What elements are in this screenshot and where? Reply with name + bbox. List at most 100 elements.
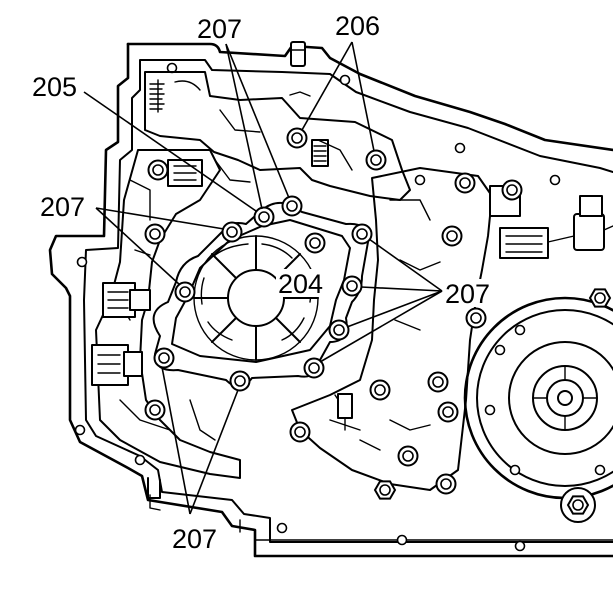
channel-plate-outline xyxy=(144,71,411,201)
drive-ring-hole xyxy=(509,464,521,476)
callout-207-right-backdrop xyxy=(443,279,493,307)
bolt-207-bottom-a xyxy=(153,347,175,369)
callout-207-bottom: 207 xyxy=(172,524,217,554)
connector-right xyxy=(573,213,605,251)
case-flange-edge xyxy=(149,494,613,541)
right-valve-body xyxy=(291,167,613,491)
bolt-207-left-a xyxy=(221,221,243,243)
left-valve-body-outline xyxy=(95,149,241,479)
callout-207-right: 207 xyxy=(445,279,490,309)
bolt-207-left-b xyxy=(174,281,196,303)
leader-206-a xyxy=(301,41,353,131)
case-outer-edge-top xyxy=(126,42,613,152)
drive-hub-ring xyxy=(508,341,613,455)
connector-right-plug xyxy=(579,195,603,217)
flange-hole xyxy=(276,522,288,534)
bolt-206-b xyxy=(365,149,387,171)
vent-tube xyxy=(290,41,306,67)
flange-hole xyxy=(74,424,86,436)
callout-labels: 207 206 205 207 204 207 207 xyxy=(32,11,493,554)
bolt xyxy=(441,225,463,247)
bolt-205 xyxy=(253,206,275,228)
bolt xyxy=(501,179,523,201)
leader-207-right-b xyxy=(360,286,443,292)
spring-coils xyxy=(313,145,327,162)
drive-ring-hole xyxy=(594,464,606,476)
bolt-206-a xyxy=(286,127,308,149)
leader-207-left-a xyxy=(95,207,225,230)
bolt xyxy=(144,223,166,245)
check-ball-pocket xyxy=(337,393,353,419)
callout-204-backdrop xyxy=(276,269,326,297)
valve-body-hole xyxy=(414,174,426,186)
case-lug xyxy=(147,477,161,499)
callout-leader-lines xyxy=(83,41,443,515)
flange-hole xyxy=(549,174,561,186)
left-valve-body xyxy=(91,149,241,479)
right-valve-passages xyxy=(329,199,441,451)
bolt-207-right-a xyxy=(351,223,373,245)
drive-gear-assembly xyxy=(463,288,613,523)
leader-207-right-d xyxy=(319,290,443,363)
solenoid-right-windings xyxy=(505,235,543,253)
bolt xyxy=(435,473,457,495)
leader-207-right-c xyxy=(346,290,443,328)
connector-right-wires xyxy=(547,225,613,243)
bolt xyxy=(289,421,311,443)
flange-hole xyxy=(454,142,466,154)
callout-207-top: 207 xyxy=(197,14,242,44)
case-bolt-right xyxy=(589,288,611,308)
drive-ring-hole xyxy=(494,344,506,356)
bolt-207-top xyxy=(281,195,303,217)
bolt xyxy=(454,172,476,194)
bolt xyxy=(397,445,419,467)
drive-hub-splines xyxy=(532,365,598,431)
leader-207-top-a xyxy=(225,43,263,210)
leader-205 xyxy=(83,91,257,212)
callout-206: 206 xyxy=(335,11,380,41)
bolt xyxy=(369,379,391,401)
bolt xyxy=(147,159,169,181)
bolt-207-right-b xyxy=(341,275,363,297)
leader-207-bottom-a xyxy=(161,366,191,515)
leader-207-left-b xyxy=(95,207,181,286)
case-housing-outline xyxy=(48,41,613,558)
drive-ring-hole xyxy=(484,404,496,416)
leader-207-top-b xyxy=(225,43,290,199)
solenoid-right-lower xyxy=(499,227,549,259)
solenoid-connector-upper xyxy=(129,289,151,311)
flange-hole xyxy=(134,454,146,466)
flange-hole xyxy=(76,256,88,268)
bolt xyxy=(144,399,166,421)
bolt xyxy=(465,307,487,329)
drive-shaft-center xyxy=(557,390,573,406)
drive-housing-inner xyxy=(476,309,613,487)
drive-plug-bolt-head xyxy=(567,495,589,515)
solenoid-windings-lower xyxy=(97,354,121,374)
spring-pocket xyxy=(311,139,329,167)
upper-channel-plate xyxy=(144,71,411,201)
channel-passages xyxy=(174,80,353,183)
bolt xyxy=(374,480,396,500)
channel-scale-marks xyxy=(149,79,165,113)
solenoid-windings-upper xyxy=(107,291,129,309)
pressure-control-solenoid-lower xyxy=(91,344,129,386)
leader-207-bottom-b xyxy=(189,389,239,515)
leader-207-right-a xyxy=(368,238,443,292)
flange-hole xyxy=(396,534,408,546)
solenoid-connector-lower xyxy=(123,351,143,377)
case-outer-edge-left-bottom xyxy=(48,42,613,558)
leader-206-b xyxy=(351,41,375,152)
callout-205: 205 xyxy=(32,72,77,102)
flange-hole xyxy=(339,74,351,86)
drive-ring-hole xyxy=(514,324,526,336)
case-gasket-edge xyxy=(83,59,613,543)
callout-207-left: 207 xyxy=(40,192,85,222)
bolt xyxy=(437,401,459,423)
bolt-207-bottom-b xyxy=(229,370,251,392)
cover-plate-center-bolt xyxy=(304,232,326,254)
bolt xyxy=(427,371,449,393)
flange-hole xyxy=(514,540,526,552)
callout-204: 204 xyxy=(278,269,323,299)
